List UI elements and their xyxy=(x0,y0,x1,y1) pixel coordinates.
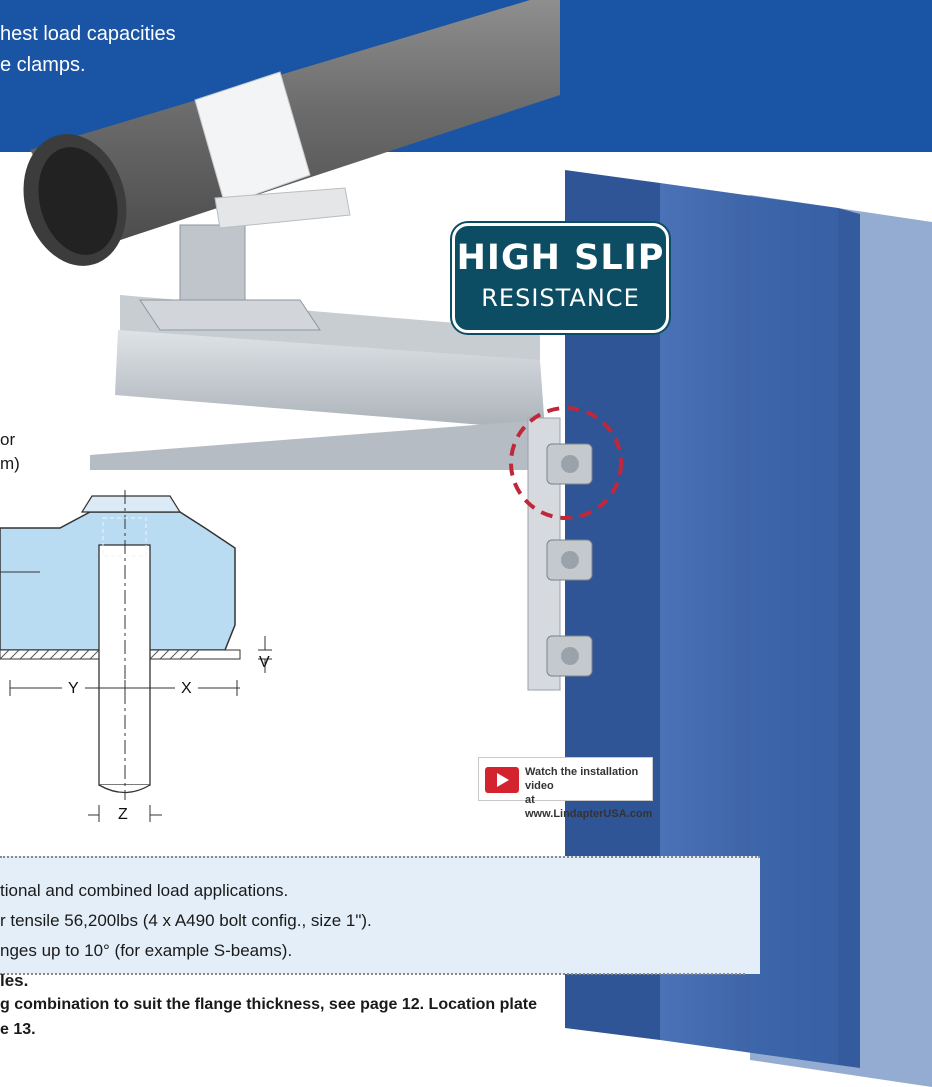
bolt-head xyxy=(80,495,182,513)
pipe xyxy=(23,0,560,266)
side-text: or m) xyxy=(0,428,20,476)
dimension-label-x: X xyxy=(175,680,198,698)
dimension-label-v: V xyxy=(259,654,270,671)
pipe-clamp xyxy=(194,71,311,206)
video-link-line-2: at www.LindapterUSA.com xyxy=(525,794,653,820)
side-text-line-1: or xyxy=(0,430,16,449)
features-list: tional and combined load applications. r… xyxy=(0,876,372,996)
dimension-label-z: Z xyxy=(118,806,128,823)
side-text-line-2: m) xyxy=(0,454,20,473)
high-slip-resistance-badge: HIGH SLIP RESISTANCE xyxy=(452,223,669,333)
beam-bottom-flange xyxy=(90,420,540,470)
dotted-divider-bottom xyxy=(0,973,745,975)
column-back-flange xyxy=(750,195,932,1087)
highlight-circle xyxy=(509,406,623,520)
video-link-line-1: Watch the installation video xyxy=(525,766,639,792)
header-line-2: e clamps. xyxy=(0,54,86,76)
header-line-1: hest load capacities xyxy=(0,23,176,45)
beam-web xyxy=(115,330,545,430)
footnote: g combination to suit the flange thickne… xyxy=(0,992,537,1042)
flange-clamps xyxy=(546,443,593,677)
features-band xyxy=(0,856,760,974)
header-text: hest load capacities e clamps. xyxy=(0,19,176,81)
footnote-line-1: g combination to suit the flange thickne… xyxy=(0,996,537,1013)
footnote-line-2: e 13. xyxy=(0,1021,36,1038)
feature-item: nges up to 10° (for example S-beams). xyxy=(0,941,293,960)
end-plate xyxy=(527,417,561,691)
watch-video-link[interactable]: Watch the installation video at www.Lind… xyxy=(478,757,653,820)
clamp-cross-section-diagram xyxy=(0,490,272,822)
feature-item: r tensile 56,200lbs (4 x A490 bolt confi… xyxy=(0,911,372,930)
video-link-text[interactable]: Watch the installation video at www.Lind… xyxy=(525,765,652,821)
dotted-divider-top xyxy=(0,856,760,858)
steel-column xyxy=(565,170,932,1087)
dimension-label-y: Y xyxy=(62,680,85,698)
badge-line-2: RESISTANCE xyxy=(481,284,640,312)
play-icon[interactable] xyxy=(485,767,519,793)
pipe-support xyxy=(139,224,321,331)
feature-item: les. xyxy=(0,971,29,990)
badge-line-1: HIGH SLIP xyxy=(456,238,665,278)
column-flange-front xyxy=(565,170,660,1040)
feature-item: tional and combined load applications. xyxy=(0,881,289,900)
